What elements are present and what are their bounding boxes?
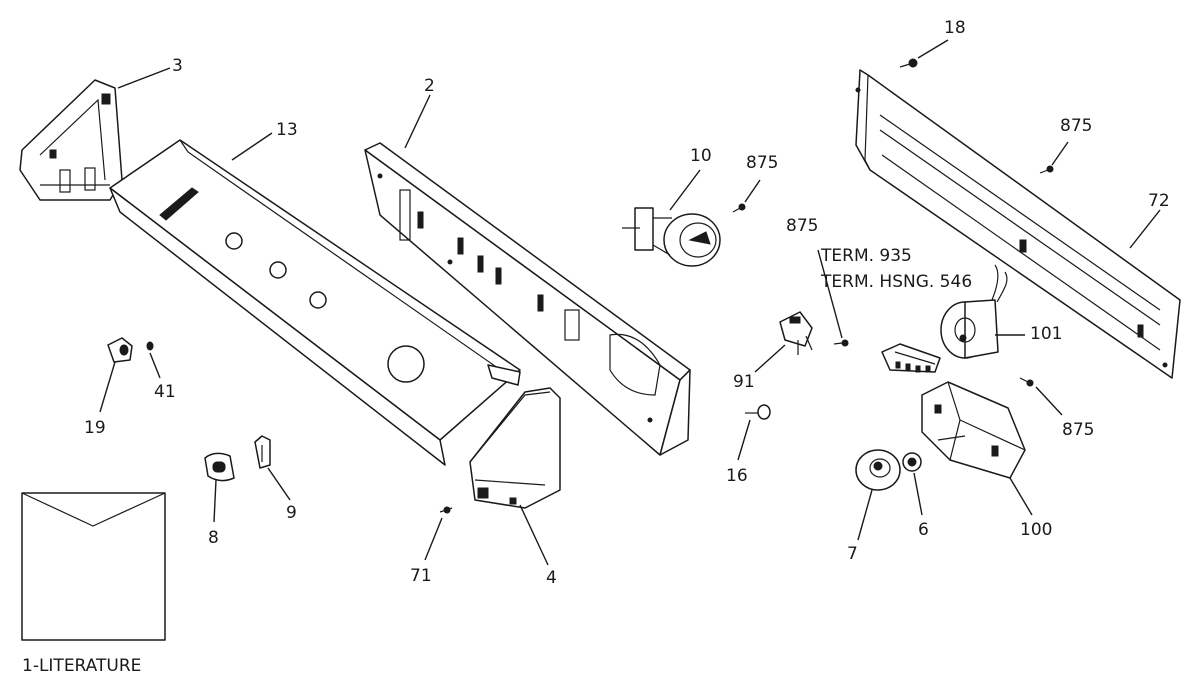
callout-7: 7 [847,544,858,564]
leader-875-b [1051,141,1069,166]
leader-72 [1129,209,1161,249]
leader-19 [99,361,116,413]
literature-label: 1-LITERATURE [22,656,142,676]
callout-4: 4 [546,568,557,588]
part-16-knob-pin [745,404,771,420]
screw-875-c [833,339,849,347]
part-6-nut [902,452,922,472]
leader-875-d [1035,386,1063,416]
leader-100 [1009,477,1033,516]
callout-101: 101 [1030,324,1063,344]
part-9-clip [254,435,271,469]
callout-10: 10 [690,146,712,166]
callout-875-d: 875 [1062,420,1095,440]
part-7-dial-knob [855,449,901,491]
part-8-grommet [204,452,235,482]
label-term-hsng: TERM. HSNG. 546 [821,272,973,292]
callout-9: 9 [286,503,297,523]
label-term: TERM. 935 [821,246,912,266]
part-13-control-panel [109,139,521,466]
callout-16: 16 [726,466,748,486]
callout-875-c: 875 [786,216,819,236]
leader-2 [404,94,431,149]
leader-9 [267,467,291,501]
callout-13: 13 [276,120,298,140]
leader-41 [149,352,161,379]
leader-8 [213,479,217,523]
leader-6 [913,472,923,516]
part-101-motor [940,264,1008,359]
callout-72: 72 [1148,191,1170,211]
literature-envelope-icon [21,492,166,641]
part-4-right-end-cap [469,387,561,509]
leader-3 [117,67,171,89]
leader-875-c [817,249,843,339]
callout-6: 6 [918,520,929,540]
leader-16 [737,419,751,461]
screw-875-d [1019,377,1034,387]
callout-18: 18 [944,18,966,38]
part-10-switch [622,207,721,267]
callout-100: 100 [1020,520,1053,540]
part-41-screw [146,341,154,351]
callout-2: 2 [424,76,435,96]
callout-8: 8 [208,528,219,548]
callout-71: 71 [410,566,432,586]
part-19-clip [107,337,133,363]
part-91-switch [779,311,813,355]
callout-875-a: 875 [746,153,779,173]
leader-4 [519,504,549,566]
callout-41: 41 [154,382,176,402]
part-100-timer [921,381,1026,479]
callout-91: 91 [733,372,755,392]
terminal-housing-546 [881,343,941,373]
leader-71 [424,517,443,561]
screw-875-b [1039,165,1054,174]
part-2-frame [364,142,691,456]
leader-7 [857,489,873,541]
callout-3: 3 [172,56,183,76]
part-3-left-end-cap [19,79,123,201]
part-72-rear-plate [855,69,1181,379]
leader-10 [669,169,701,211]
leader-18 [917,39,949,59]
leader-875-a [744,179,761,203]
part-71-screw [439,506,453,514]
screw-875-a [732,203,746,213]
leader-91 [754,344,786,373]
leader-13 [231,132,273,161]
callout-19: 19 [84,418,106,438]
screw-18 [899,58,918,68]
callout-875-b: 875 [1060,116,1093,136]
